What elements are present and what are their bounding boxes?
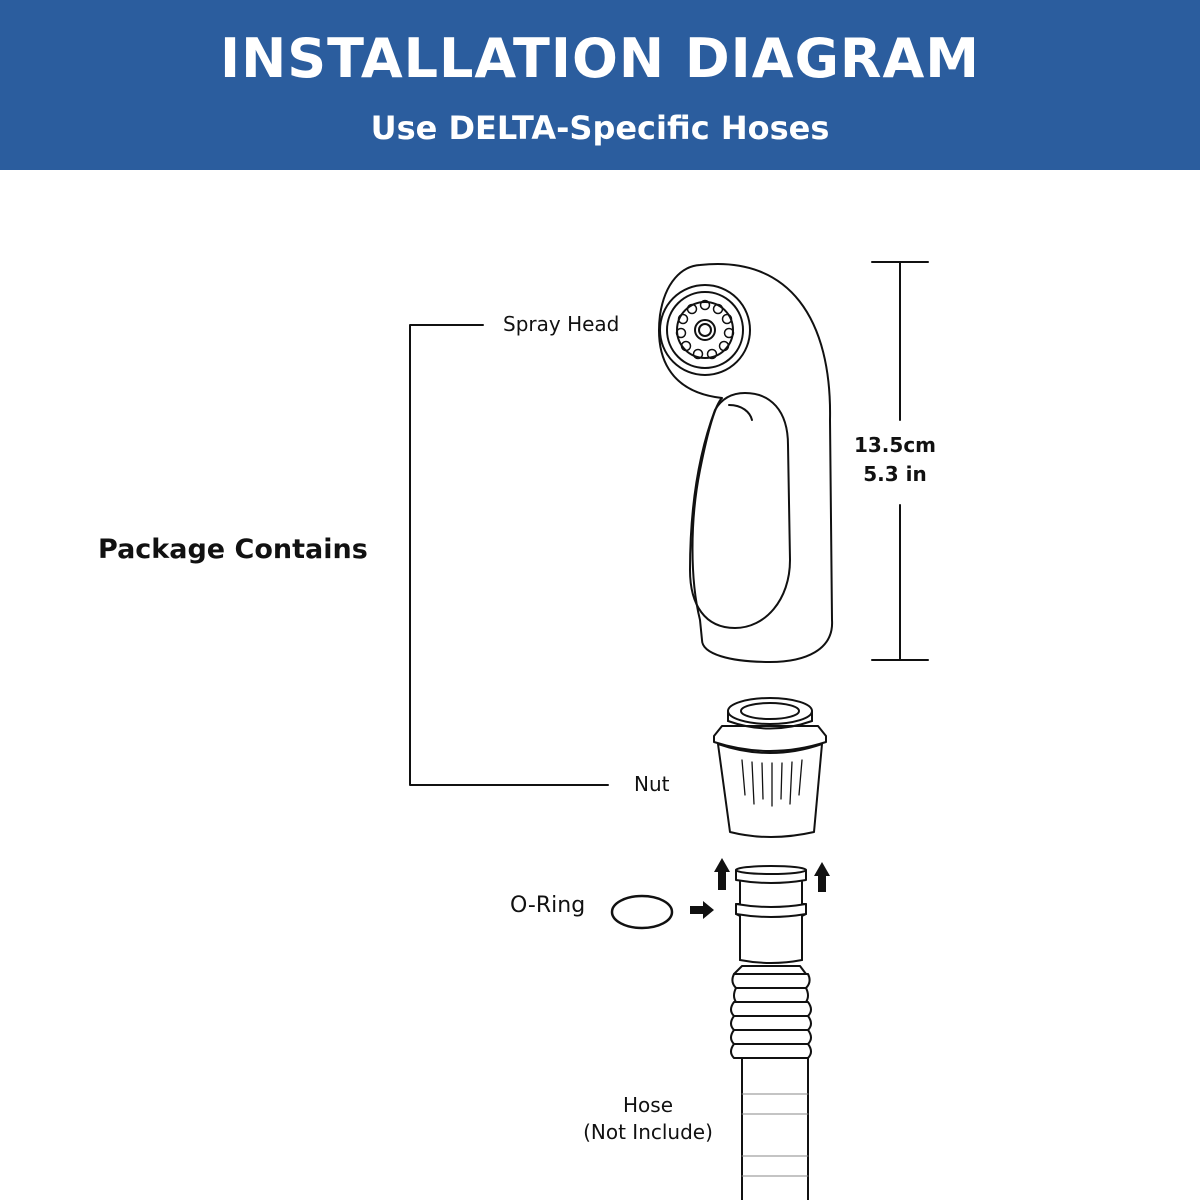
- hose-ribs: [730, 965, 812, 1059]
- arrow-up-icon: [814, 862, 830, 892]
- spray-nozzles: [675, 299, 735, 360]
- hose-illustration: [730, 865, 812, 1200]
- dimension-label: 13.5cm 5.3 in: [840, 431, 950, 489]
- hose-label-line2: (Not Include): [583, 1120, 713, 1144]
- dimension-metric: 13.5cm: [853, 433, 937, 457]
- page-title: INSTALLATION DIAGRAM: [220, 27, 980, 90]
- header-banner: INSTALLATION DIAGRAM Use DELTA-Specific …: [0, 0, 1200, 170]
- hose-label: Hose (Not Include): [560, 1092, 736, 1146]
- spray-head-illustration: [658, 263, 834, 663]
- o-ring-illustration: [610, 894, 674, 930]
- dimension-imperial: 5.3 in: [863, 462, 927, 486]
- spray-head-label: Spray Head: [503, 312, 620, 336]
- o-ring-label: O-Ring: [510, 893, 586, 918]
- nut-illustration: [713, 697, 827, 838]
- arrow-right-icon: [690, 901, 714, 919]
- package-contains-label: Package Contains: [98, 534, 368, 565]
- package-bracket: [409, 324, 609, 786]
- arrow-up-icon: [714, 858, 730, 890]
- dimension-line: [871, 261, 929, 661]
- page-subtitle: Use DELTA-Specific Hoses: [370, 109, 830, 147]
- hose-label-line1: Hose: [623, 1093, 673, 1117]
- assembly-arrows: [690, 858, 830, 919]
- nut-label: Nut: [634, 772, 670, 796]
- nut-ridges: [741, 759, 803, 807]
- hose-markings: [741, 1093, 809, 1177]
